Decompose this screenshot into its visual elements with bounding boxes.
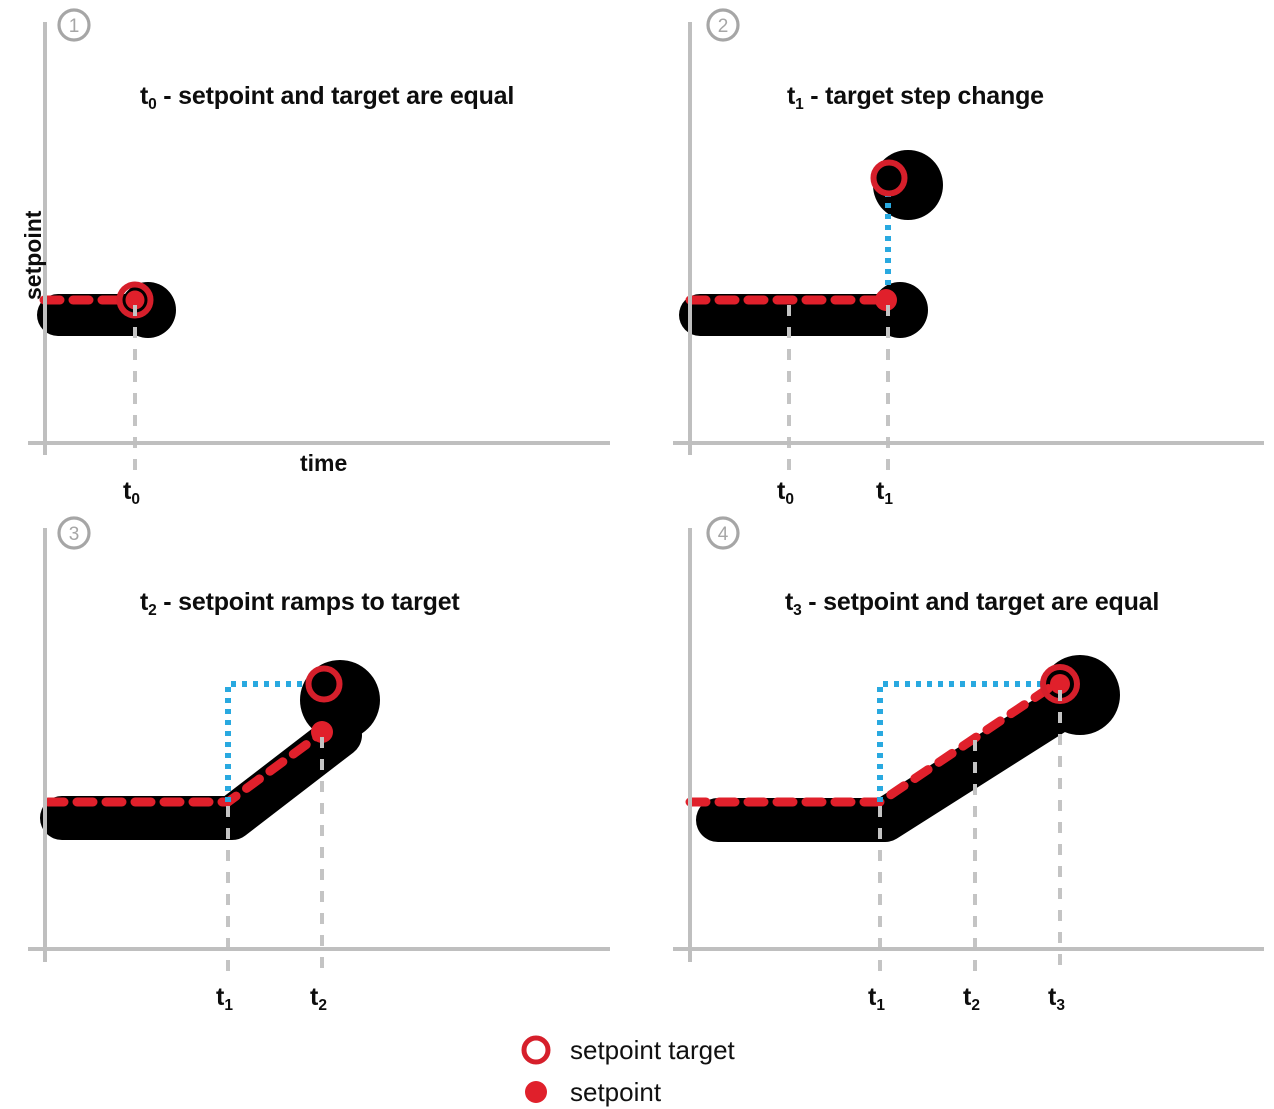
svg-text:2: 2 (718, 16, 729, 37)
panel-3-title-rest: - setpoint ramps to target (156, 588, 460, 616)
panel-3-title-sub: 2 (148, 601, 157, 619)
legend-label-setpoint: setpoint (570, 1077, 662, 1107)
svg-text:1: 1 (69, 16, 80, 37)
panel-4-tick-t1: t1 (868, 983, 885, 1014)
panel-1-group: 1 (28, 8, 610, 470)
panel-4-title-rest: - setpoint and target are equal (801, 588, 1160, 616)
panel-3-trace-black (40, 660, 380, 840)
panel-2-target-ring (870, 159, 908, 197)
panel-1-title-prefix: t (140, 82, 149, 110)
panel-1-title-sub: 0 (148, 95, 157, 113)
panel-3-title-prefix: t (140, 588, 149, 616)
panel-3-tick-t2: t2 (310, 983, 327, 1014)
svg-text:3: 3 (69, 524, 80, 545)
panel-2-badge: 2 (706, 8, 740, 42)
panel-3-title: t2 - setpoint ramps to target (140, 588, 460, 620)
panel-2-title-rest: - target step change (803, 82, 1044, 110)
panel-2-title-sub: 1 (795, 95, 804, 113)
svg-text:4: 4 (718, 524, 729, 545)
panel-2-tick-t0: t0 (777, 477, 794, 508)
panel-4-title: t3 - setpoint and target are equal (785, 588, 1159, 620)
panel-3-setpoint-dot (311, 721, 333, 743)
panel-1-title: t0 - setpoint and target are equal (140, 82, 514, 114)
panel-3-target-ring (305, 665, 343, 703)
panel-1-title-rest: - setpoint and target are equal (156, 82, 515, 110)
x-axis-label-time: time (300, 450, 348, 476)
panel-4-tick-t2: t2 (963, 983, 980, 1014)
panel-2-title: t1 - target step change (787, 82, 1044, 114)
panel-4-group: 4 (673, 516, 1264, 975)
panel-1-setpoint-dot (125, 290, 145, 310)
legend-label-setpoint-target: setpoint target (570, 1035, 735, 1065)
panel-4-setpoint-dot (1050, 674, 1070, 694)
panel-1-trace-black (37, 282, 176, 338)
panel-2-tick-t1: t1 (876, 477, 893, 508)
legend-item-setpoint: setpoint (520, 1076, 735, 1108)
filled-circle-icon (525, 1081, 547, 1103)
panel-3-group: 3 (28, 516, 610, 975)
panel-4-title-sub: 3 (793, 601, 802, 619)
panel-3-badge: 3 (57, 516, 91, 550)
panel-1-tick-t0: t0 (123, 477, 140, 508)
panel-4-badge: 4 (706, 516, 740, 550)
panel-4-tick-t3: t3 (1048, 983, 1065, 1014)
open-circle-icon (521, 1035, 551, 1065)
panel-2-group: 2 (673, 8, 1264, 470)
panel-2-title-prefix: t (787, 82, 796, 110)
legend-item-setpoint-target: setpoint target (520, 1034, 735, 1066)
panel-3-tick-t1: t1 (216, 983, 233, 1014)
panel-4-title-prefix: t (785, 588, 794, 616)
panel-2-setpoint-dot (875, 289, 897, 311)
y-axis-label-setpoint: setpoint (20, 210, 46, 300)
panel-1-badge: 1 (57, 8, 91, 42)
legend: setpoint target setpoint (520, 1034, 735, 1108)
